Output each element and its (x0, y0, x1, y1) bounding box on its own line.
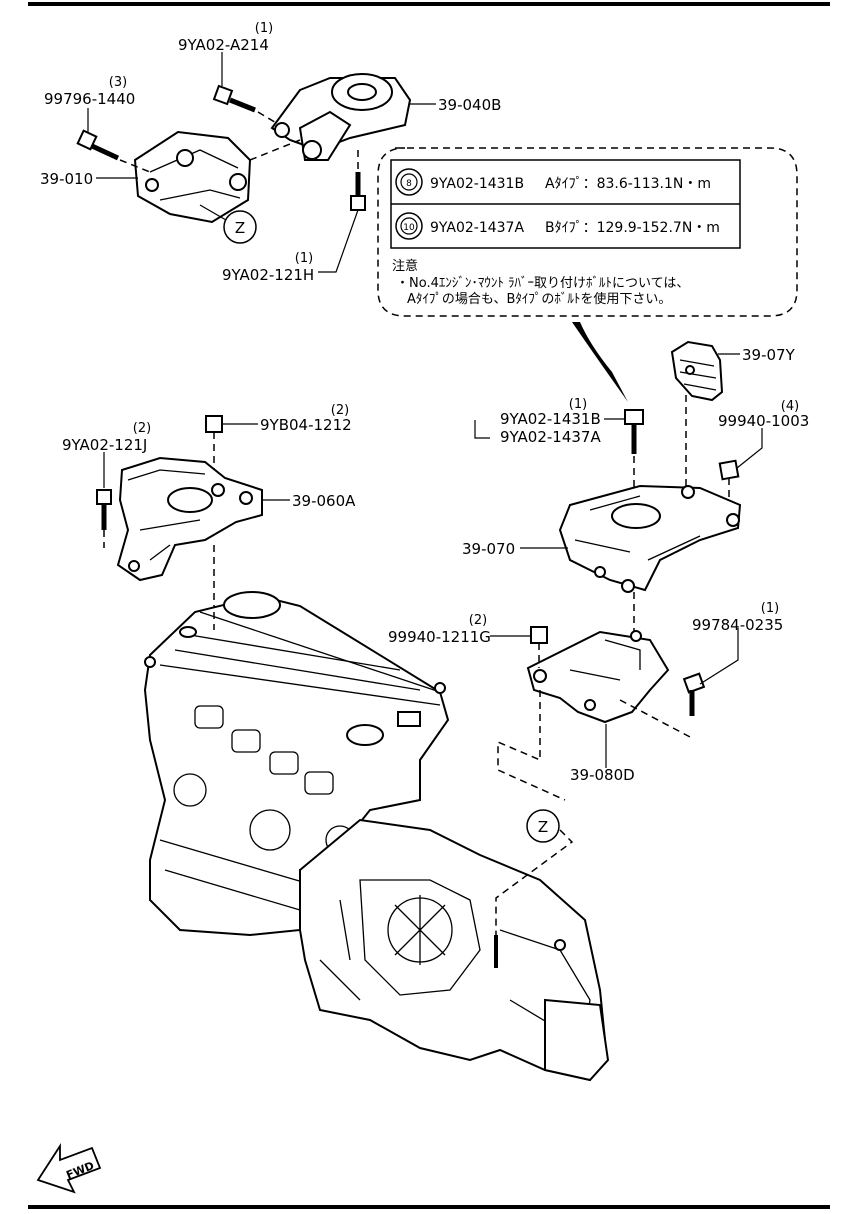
label-39-070: 39-070 (462, 540, 515, 558)
label-9YB04-1212: 9YB04-1212 (260, 416, 352, 434)
label-39-010: 39-010 (40, 170, 93, 188)
torque-marker-a: 8 (406, 179, 412, 189)
label-9YA02-A214: 9YA02-A214 (178, 36, 269, 54)
qty-99940-1003: (4) (781, 399, 799, 414)
qty-99796-1440: (3) (109, 75, 127, 90)
label-99940-1211G: 99940-1211G (388, 628, 491, 646)
leader-lines (87, 52, 763, 768)
torque-part-b: 9YA02-1437A (430, 220, 524, 236)
nut-99940-1211G (530, 626, 548, 668)
mount-39-060A (116, 456, 263, 582)
mount-39-040B (270, 73, 412, 161)
bolt-9YA02-121H (350, 150, 366, 211)
connector-line (497, 690, 566, 801)
qty-9YA02-121H: (1) (295, 251, 313, 266)
nut-99940-1003 (718, 459, 740, 518)
note-line-2: Aﾀｲﾌﾟの場合も、Bﾀｲﾌﾟのﾎﾞﾙﾄを使用下さい。 (407, 291, 671, 307)
bracket-39-07Y (670, 340, 724, 402)
bracket-39-080D (526, 630, 670, 724)
z-callout-lower: Z (495, 809, 574, 935)
connector-line (249, 139, 301, 161)
qty-9YA02-121J: (2) (133, 421, 151, 436)
label-99796-1440: 99796-1440 (44, 90, 135, 108)
label-9YA02-1431B: 9YA02-1431B (500, 410, 601, 428)
part-labels: (1) 9YA02-A214 (3) 99796-1440 39-040B 39… (40, 21, 809, 784)
label-99784-0235: 99784-0235 (692, 616, 783, 634)
note-title: 注意 (392, 258, 418, 274)
torque-table-box (377, 147, 798, 317)
qty-99940-1211G: (2) (469, 613, 487, 628)
fwd-arrow: FWD (36, 1142, 102, 1194)
label-99940-1003: 99940-1003 (718, 412, 809, 430)
bolt-99784-0235 (619, 672, 706, 739)
z-label: Z (235, 219, 245, 237)
mount-39-070 (558, 484, 742, 593)
label-39-07Y: 39-07Y (742, 346, 796, 364)
qty-9YA02-1431B: (1) (569, 397, 587, 412)
qty-9YA02-A214: (1) (255, 21, 273, 36)
bolt-9YA02-121J (96, 489, 112, 548)
torque-part-a: 9YA02-1431B (430, 176, 524, 192)
torque-spec-b: Bﾀｲﾌﾟ：129.9-152.7N・m (545, 220, 720, 236)
torque-marker-b: 10 (403, 223, 415, 233)
torque-spec-a: Aﾀｲﾌﾟ：83.6-113.1N・m (545, 176, 711, 192)
bolt-99796-1440 (76, 129, 151, 173)
label-9YA02-1437A: 9YA02-1437A (500, 428, 601, 446)
pointer-arrow (572, 322, 628, 402)
label-39-060A: 39-060A (292, 492, 356, 510)
label-9YA02-121H: 9YA02-121H (222, 266, 314, 284)
transmission (299, 818, 610, 1082)
z-callout-upper: Z (199, 204, 257, 244)
label-39-040B: 39-040B (438, 96, 501, 114)
bolt-9YA02-A214 (212, 84, 279, 125)
qty-9YB04-1212: (2) (331, 403, 349, 418)
note-line-1: ・No.4ｴﾝｼﾞﾝ･ﾏｳﾝﾄ ﾗﾊﾞｰ取り付けﾎﾞﾙﾄについては、 (396, 276, 689, 291)
z-label: Z (538, 818, 548, 836)
bracket-39-010 (133, 130, 252, 224)
nut-9YB04-1212 (205, 415, 223, 470)
qty-99784-0235: (1) (761, 601, 779, 616)
label-39-080D: 39-080D (570, 766, 635, 784)
label-9YA02-121J: 9YA02-121J (62, 436, 147, 454)
